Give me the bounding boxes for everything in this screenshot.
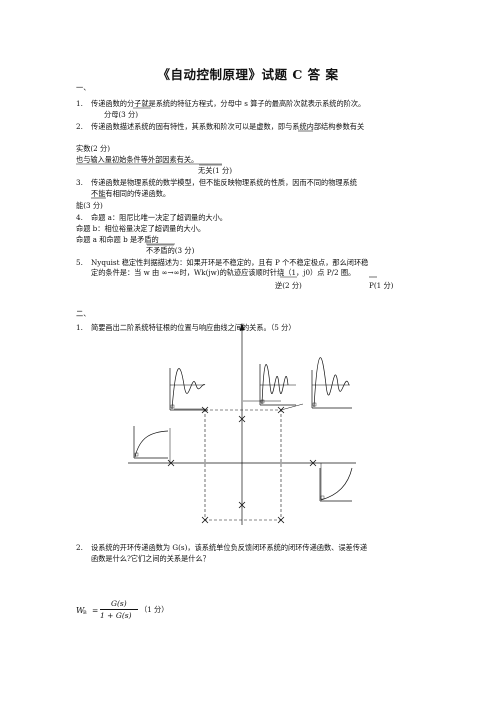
formula-numerator: G(s) bbox=[111, 599, 127, 608]
response-plot-right-bottom bbox=[319, 467, 353, 502]
response-plot-right-top bbox=[311, 357, 352, 409]
q4-proposition-b: 命题 b：相位裕量决定了超调量的大小。 bbox=[76, 224, 206, 233]
q2-line2: 也与输入量初始条件等外部因素有关。 bbox=[76, 155, 199, 164]
section2-heading: 二、 bbox=[76, 309, 91, 318]
formula-score: （1 分） bbox=[140, 605, 169, 614]
q4-score: 不矛盾的(3 分) bbox=[146, 246, 195, 255]
formula-denominator: 1 + G(s) bbox=[100, 611, 132, 620]
formula-equals: = bbox=[92, 606, 99, 615]
q3-line1: 传递函数是物理系统的数学模型，但不能反映物理系统的性质，因而不同的物理系统 bbox=[91, 178, 357, 187]
q3-line2: 不能有相同的传递函数。 bbox=[91, 189, 171, 198]
q1-text: 传递函数的分子就是系统的特征方程式，分母中 s 算子的最高阶次就表示系统的阶次。 bbox=[91, 99, 366, 108]
s2-q2-line2: 函数是什么?它们之间的关系是什么？ bbox=[91, 554, 210, 563]
q5-line1: Nyquist 稳定性判据描述为：如果开环是不稳定的，且有 P 个不稳定极点，那… bbox=[91, 258, 369, 267]
q4-statement: 命题 a 和命题 b 是矛盾的 bbox=[76, 235, 159, 244]
q2-score: 实数(2 分) bbox=[76, 144, 111, 153]
page-title: 《自动控制原理》试题 C 答 案 bbox=[157, 67, 339, 82]
q5-score-b: P(1 分) bbox=[369, 281, 394, 290]
formula-lhs-sub: B bbox=[83, 610, 87, 616]
s2-q1-number: 1. bbox=[76, 323, 83, 332]
q4-number: 4. bbox=[76, 213, 83, 222]
q3-number: 3. bbox=[76, 178, 83, 187]
fraction-bar bbox=[100, 609, 138, 610]
section1-heading: 一、 bbox=[76, 83, 91, 92]
q2-text: 传递函数描述系统的固有特性，其系数和阶次可以是虚数，即与系统内部结构参数有关 bbox=[91, 122, 365, 131]
q5-number: 5. bbox=[76, 258, 83, 267]
formula-lhs: W bbox=[76, 606, 85, 615]
q2-number: 2. bbox=[76, 122, 83, 131]
response-plot-left-top bbox=[169, 368, 208, 411]
s2-q1-text: 简要画出二阶系统特征根的位置与响应曲线之间的关系。（5 分） bbox=[91, 323, 296, 332]
q1-score: 分母(3 分) bbox=[104, 110, 139, 119]
q4-proposition-a: 命题 a：阻尼比唯一决定了超调量的大小。 bbox=[91, 213, 227, 222]
s2-q2-number: 2. bbox=[76, 543, 83, 552]
q2-score2: 无关(1 分) bbox=[198, 166, 233, 175]
s2-q2-line1: 设系统的开环传递函数为 G(s)，该系统单位负反馈闭环系统的闭环传递函数、误差传… bbox=[91, 543, 368, 552]
q3-score: 能(3 分) bbox=[76, 201, 103, 210]
q5-line2: 定的条件是：当 w 由 ∞→∞时，Wk(jw)的轨迹应该顺时针绕（1，j0）点 … bbox=[91, 268, 356, 277]
response-plot-center-top bbox=[259, 364, 296, 406]
q5-score-a: 逆(2 分) bbox=[275, 281, 302, 290]
q1-number: 1. bbox=[76, 99, 83, 108]
response-plot-left-mid bbox=[133, 426, 169, 459]
imag-axis-arrow bbox=[239, 322, 245, 331]
